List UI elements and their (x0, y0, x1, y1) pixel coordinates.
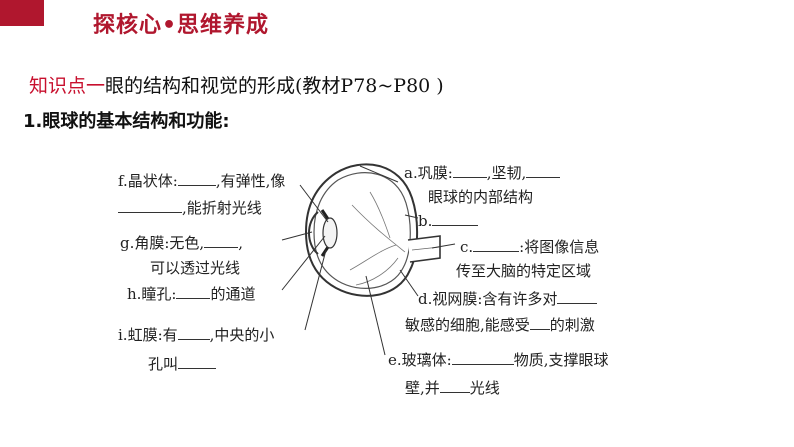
label-b: b. (418, 211, 479, 230)
accent-bar (0, 0, 44, 26)
blank-g1 (204, 233, 239, 248)
label-i-line2: 孔叫 (148, 354, 217, 373)
blank-f1 (177, 171, 216, 186)
label-h: h.瞳孔:的通道 (127, 284, 256, 303)
cornea-shape (308, 211, 319, 255)
subheading: 1.眼球的基本结构和功能: (23, 111, 230, 132)
label-f-line1: f.晶状体:,有弹性,像 (118, 171, 286, 190)
label-e-line2: 壁,并光线 (405, 378, 500, 397)
leader-h (281, 235, 326, 291)
blank-e1 (451, 350, 514, 365)
blank-i2 (178, 354, 217, 369)
label-g-line1: g.角膜:无色,, (120, 233, 243, 252)
leader-c (431, 243, 456, 249)
blank-a1 (452, 163, 487, 178)
blank-h (176, 284, 211, 299)
optic-nerve-shape (407, 235, 441, 263)
leader-g (281, 231, 313, 241)
label-d-line1: d.视网膜:含有许多对 (418, 289, 598, 308)
blank-i1 (177, 325, 210, 340)
label-e-line1: e.玻璃体:物质,支撑眼球 (388, 350, 609, 369)
lens-shape (322, 217, 338, 249)
leader-a (359, 165, 399, 183)
leader-d (399, 269, 419, 297)
blood-vessels (349, 191, 406, 286)
label-c-line1: c.:将图像信息 (460, 237, 600, 256)
leader-i (304, 249, 327, 331)
label-a-line2: 眼球的内部结构 (428, 188, 534, 206)
label-d-line2: 敏感的细胞,能感受的刺激 (405, 315, 595, 334)
blank-c (473, 237, 520, 252)
label-i-line1: i.虹膜:有,中央的小 (118, 325, 275, 344)
leader-f (299, 184, 329, 223)
retina-shape (313, 172, 411, 289)
label-a-line1: a.巩膜:,坚韧, (404, 163, 561, 182)
blank-a2 (526, 163, 561, 178)
knowledge-point-prefix: 知识点一 (29, 75, 106, 97)
iris-shape (320, 209, 332, 257)
label-f-line2: ,能折射光线 (118, 198, 262, 217)
leader-e (365, 275, 386, 356)
blank-d2 (529, 315, 550, 330)
blank-e2 (439, 378, 470, 393)
blank-f2 (118, 198, 182, 213)
label-c-line2: 传至大脑的特定区域 (456, 262, 592, 280)
label-g-line2: 可以透过光线 (150, 259, 241, 277)
knowledge-point-heading: 知识点一眼的结构和视觉的形成(教材P78~P80 ) (29, 71, 444, 98)
blank-d1 (557, 289, 598, 304)
blank-b (432, 211, 479, 226)
section-title: 探核心•思维养成 (93, 13, 270, 38)
knowledge-point-text: 眼的结构和视觉的形成(教材P78~P80 ) (105, 75, 444, 97)
leader-b (404, 214, 419, 219)
sclera-shape (304, 163, 419, 297)
